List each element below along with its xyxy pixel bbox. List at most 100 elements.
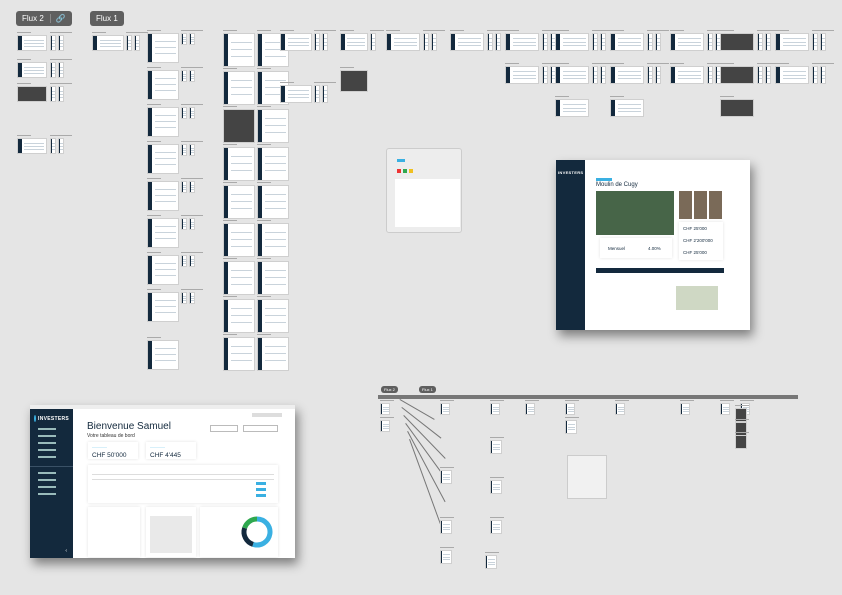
screen-thumbnail[interactable] <box>600 33 606 51</box>
screen-thumbnail[interactable] <box>720 99 754 117</box>
screen-thumbnail[interactable] <box>181 292 187 304</box>
minimap-flow-label[interactable]: Flux 2 <box>381 386 398 393</box>
screen-thumbnail[interactable] <box>555 99 589 117</box>
screen-thumbnail[interactable] <box>735 435 747 449</box>
screen-thumbnail[interactable] <box>735 422 747 436</box>
screen-thumbnail[interactable] <box>50 35 56 51</box>
screen-thumbnail[interactable] <box>189 218 195 230</box>
screen-thumbnail[interactable] <box>592 33 598 51</box>
screen-thumbnail[interactable] <box>450 33 484 51</box>
screen-thumbnail[interactable] <box>280 85 312 103</box>
screen-thumbnail[interactable] <box>565 403 575 415</box>
screen-thumbnail[interactable] <box>181 107 187 119</box>
screen-thumbnail[interactable] <box>147 144 179 174</box>
screen-thumbnail[interactable] <box>340 33 368 51</box>
screen-thumbnail[interactable] <box>370 33 376 51</box>
screen-thumbnail[interactable] <box>490 403 500 415</box>
nav-item[interactable] <box>38 472 56 474</box>
sort-select[interactable] <box>243 425 278 432</box>
screen-thumbnail[interactable] <box>655 33 661 51</box>
screen-thumbnail[interactable] <box>257 185 289 219</box>
nav-item[interactable] <box>38 493 56 495</box>
screen-thumbnail[interactable] <box>610 99 644 117</box>
screen-thumbnail[interactable] <box>58 62 64 78</box>
screen-thumbnail[interactable] <box>322 85 328 103</box>
screen-thumbnail[interactable] <box>223 299 255 333</box>
screen-thumbnail[interactable] <box>134 35 140 51</box>
screen-thumbnail[interactable] <box>490 520 502 534</box>
screen-thumbnail[interactable] <box>720 33 754 51</box>
dashboard-frame[interactable]: INVESTERS ‹ Bienvenue Samuel Votre table… <box>30 405 295 558</box>
user-menu[interactable] <box>252 413 282 417</box>
screen-thumbnail[interactable] <box>189 255 195 267</box>
screen-thumbnail[interactable] <box>17 35 47 51</box>
screen-thumbnail[interactable] <box>58 138 64 154</box>
screen-thumbnail[interactable] <box>440 520 452 534</box>
screen-thumbnail[interactable] <box>223 109 255 143</box>
screen-thumbnail[interactable] <box>757 66 763 84</box>
screen-thumbnail[interactable] <box>505 66 539 84</box>
screen-thumbnail[interactable] <box>615 403 625 415</box>
nav-item[interactable] <box>38 435 56 437</box>
screen-thumbnail[interactable] <box>181 144 187 156</box>
screen-thumbnail[interactable] <box>223 223 255 257</box>
screen-thumbnail[interactable] <box>495 33 501 51</box>
collapse-icon[interactable]: ‹ <box>65 548 67 554</box>
screen-thumbnail[interactable] <box>314 85 320 103</box>
screen-thumbnail[interactable] <box>280 33 312 51</box>
screen-thumbnail[interactable] <box>257 337 289 371</box>
screen-thumbnail[interactable] <box>181 33 187 45</box>
screen-thumbnail[interactable] <box>820 66 826 84</box>
components-sheet[interactable] <box>386 148 462 233</box>
screen-thumbnail[interactable] <box>223 147 255 181</box>
screen-thumbnail[interactable] <box>423 33 429 51</box>
screen-thumbnail[interactable] <box>555 66 589 84</box>
nav-item[interactable] <box>38 428 56 430</box>
screen-thumbnail[interactable] <box>490 440 502 454</box>
screen-thumbnail[interactable] <box>670 66 704 84</box>
screen-thumbnail[interactable] <box>485 555 497 569</box>
screen-thumbnail[interactable] <box>223 33 255 67</box>
screen-thumbnail[interactable] <box>17 86 47 102</box>
screen-thumbnail[interactable] <box>431 33 437 51</box>
screen-thumbnail[interactable] <box>820 33 826 51</box>
screen-thumbnail[interactable] <box>50 86 56 102</box>
screen-thumbnail[interactable] <box>655 66 661 84</box>
screen-thumbnail[interactable] <box>555 33 589 51</box>
view-button[interactable] <box>256 494 266 497</box>
nav-item[interactable] <box>38 456 56 458</box>
flow-label-flux-2[interactable]: Flux 2 🔗 <box>16 11 72 26</box>
screen-thumbnail[interactable] <box>58 35 64 51</box>
screen-thumbnail[interactable] <box>707 66 713 84</box>
screen-thumbnail[interactable] <box>542 33 548 51</box>
screen-thumbnail[interactable] <box>720 66 754 84</box>
screen-thumbnail[interactable] <box>223 185 255 219</box>
screen-thumbnail[interactable] <box>647 66 653 84</box>
screen-thumbnail[interactable] <box>92 35 124 51</box>
view-button[interactable] <box>256 488 266 491</box>
link-icon[interactable]: 🔗 <box>49 14 66 23</box>
screen-thumbnail[interactable] <box>812 66 818 84</box>
screen-thumbnail[interactable] <box>720 403 730 415</box>
screen-thumbnail[interactable] <box>17 62 47 78</box>
screen-thumbnail[interactable] <box>257 109 289 143</box>
screen-thumbnail[interactable] <box>147 33 179 63</box>
screen-thumbnail[interactable] <box>257 299 289 333</box>
screen-thumbnail[interactable] <box>147 107 179 137</box>
screen-thumbnail[interactable] <box>181 255 187 267</box>
flow-label-flux-1[interactable]: Flux 1 <box>90 11 124 26</box>
screen-thumbnail[interactable] <box>189 181 195 193</box>
screen-thumbnail[interactable] <box>525 403 535 415</box>
screen-thumbnail[interactable] <box>223 337 255 371</box>
screen-thumbnail[interactable] <box>147 181 179 211</box>
screen-thumbnail[interactable] <box>610 33 644 51</box>
screen-thumbnail[interactable] <box>680 403 690 415</box>
screen-thumbnail[interactable] <box>189 70 195 82</box>
screen-thumbnail[interactable] <box>380 420 390 432</box>
screen-thumbnail[interactable] <box>181 70 187 82</box>
screen-thumbnail[interactable] <box>775 66 809 84</box>
screen-thumbnail[interactable] <box>17 138 47 154</box>
screen-thumbnail[interactable] <box>592 66 598 84</box>
nav-item[interactable] <box>38 486 56 488</box>
screen-thumbnail[interactable] <box>440 403 450 415</box>
